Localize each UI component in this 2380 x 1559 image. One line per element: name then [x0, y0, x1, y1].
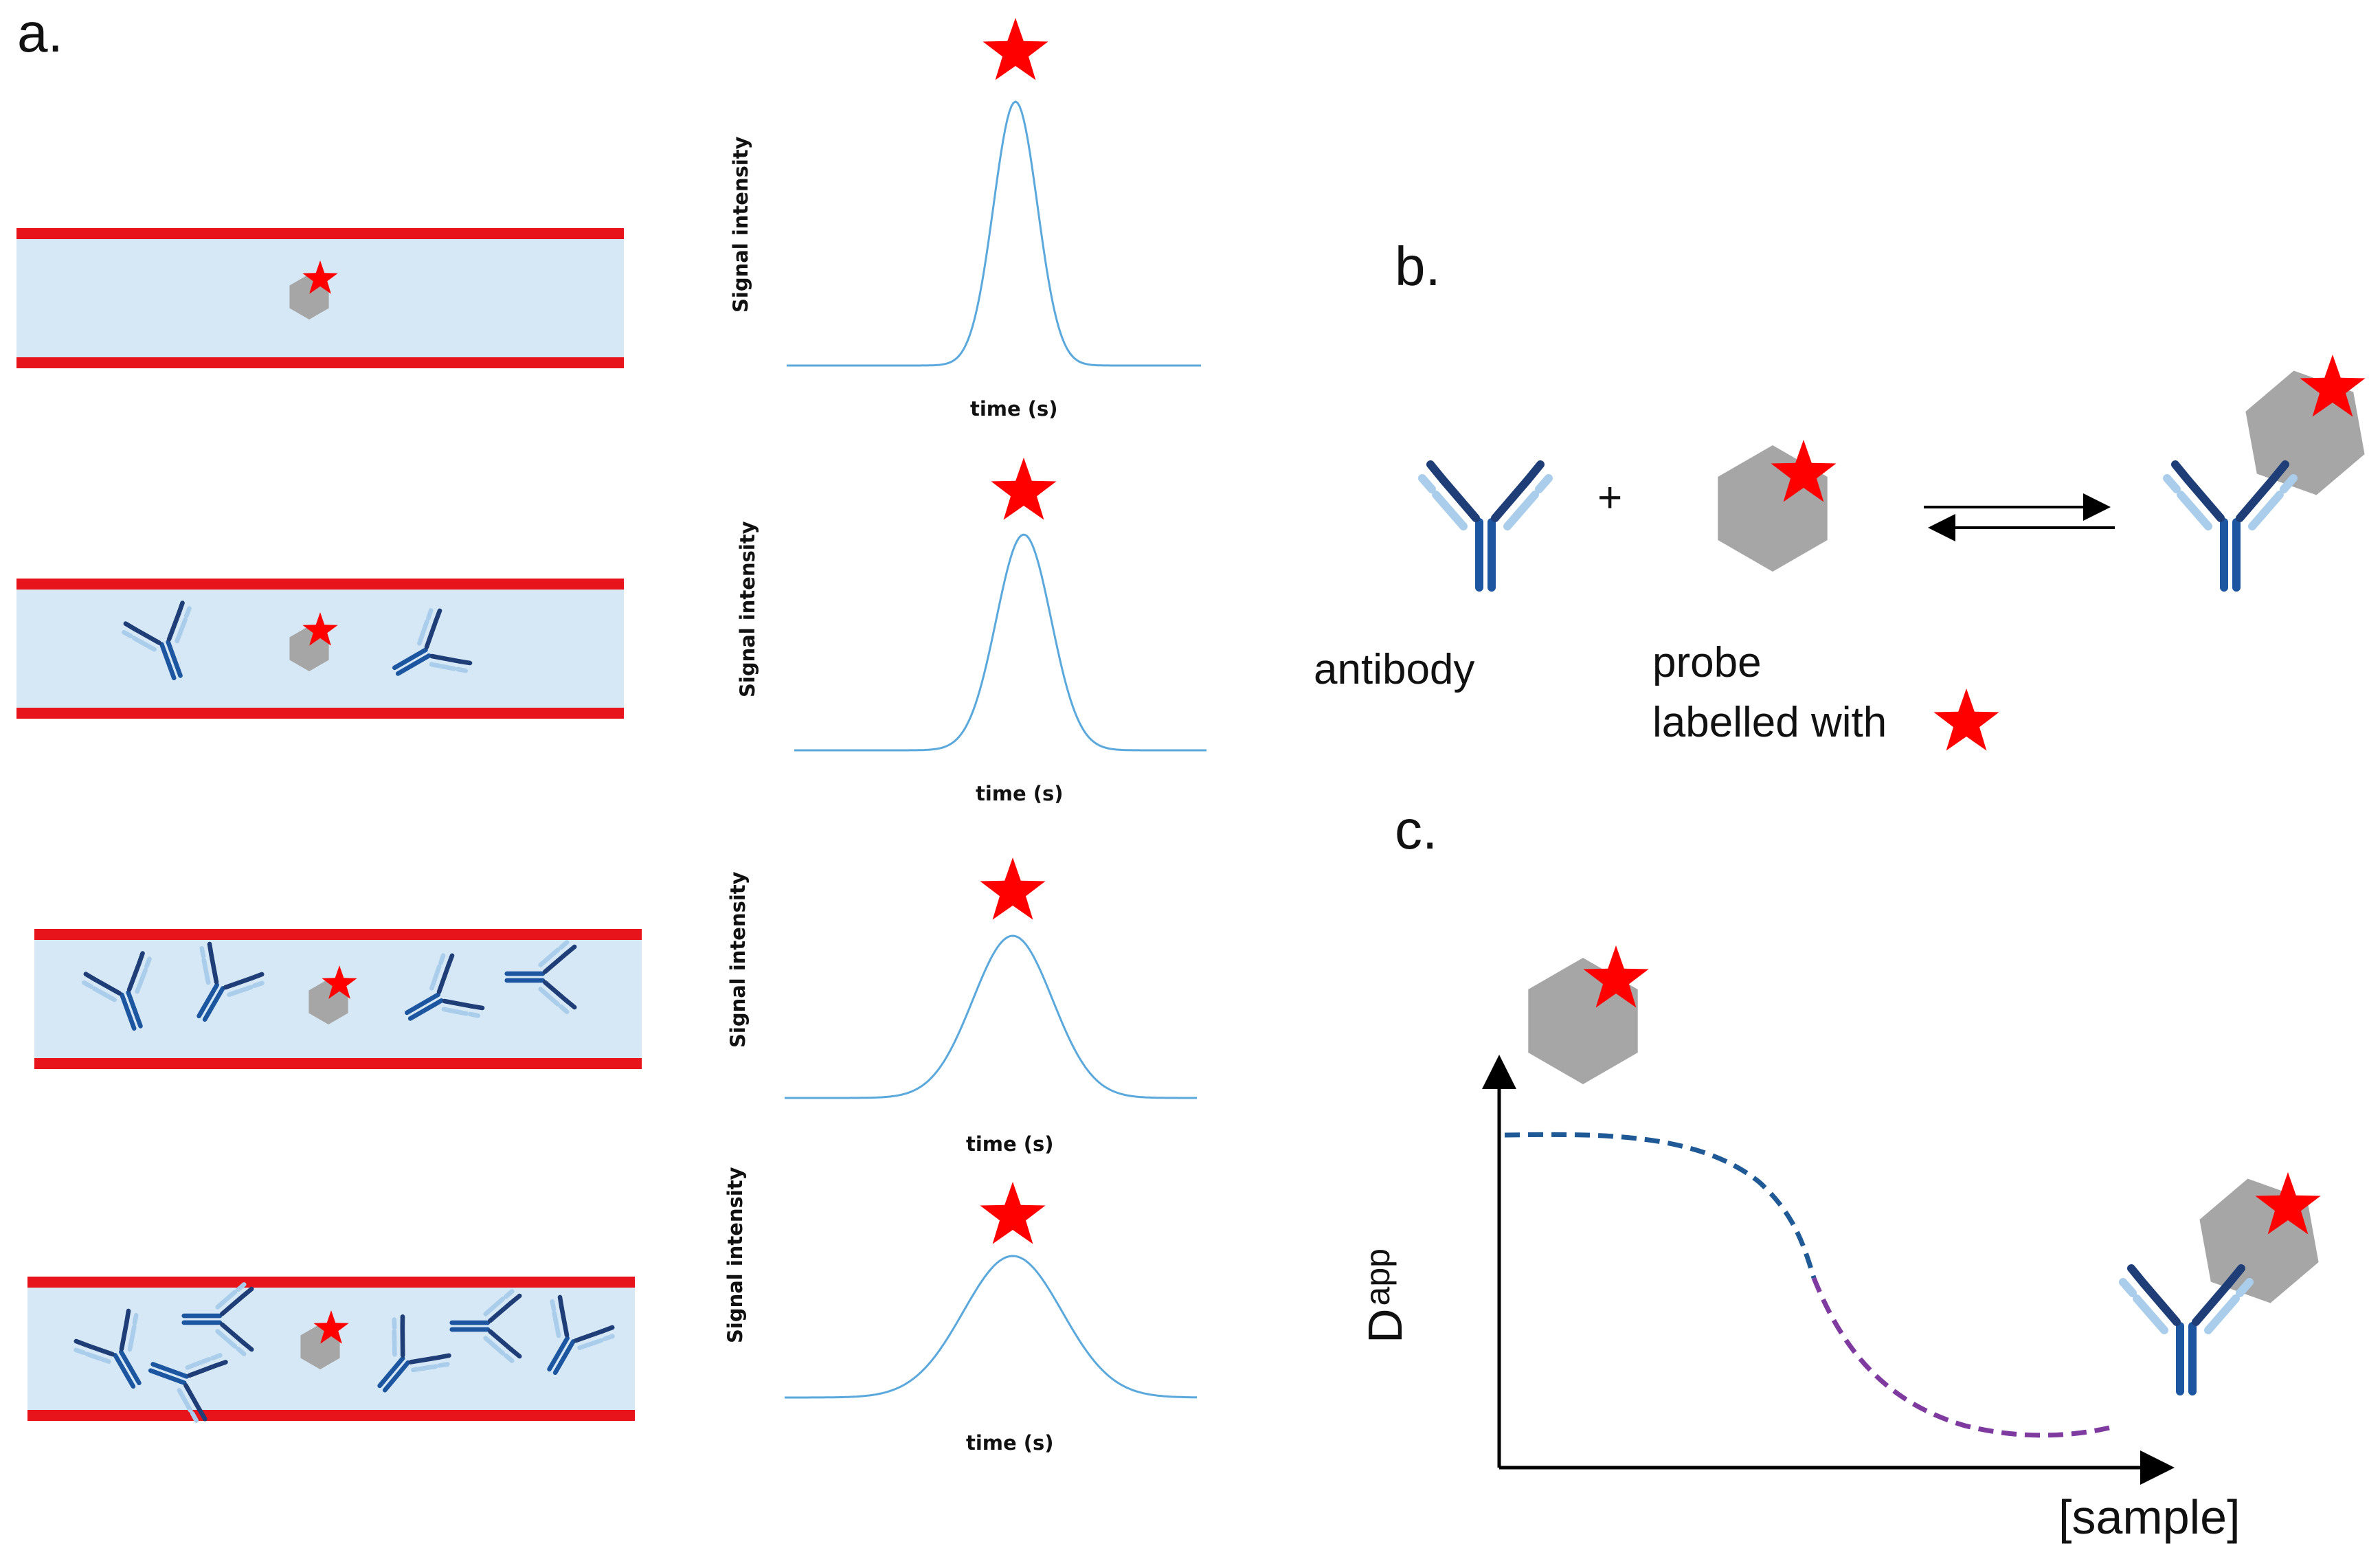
antibody-label: antibody — [1314, 646, 1474, 693]
star-label-icon — [313, 1310, 349, 1344]
channel-antibody-10-icon — [377, 1314, 451, 1393]
star-label-icon — [1771, 440, 1837, 502]
peak-star-3-icon — [980, 857, 1046, 920]
channel-antibody-8-icon — [181, 1282, 254, 1356]
channel-3-probe — [308, 965, 357, 1024]
equilibrium-arrows — [1924, 493, 2115, 541]
peak-star-1-icon — [983, 18, 1048, 80]
signal-peak-1 — [787, 100, 1201, 367]
signal-peak-3 — [785, 934, 1197, 1099]
star-label-icon — [1583, 945, 1649, 1008]
bound-complex-icon — [2119, 1172, 2321, 1395]
channel-antibody-11-icon — [449, 1289, 522, 1363]
fluorescent-label-star-icon — [1933, 688, 1999, 751]
panel-b-label: b. — [1395, 236, 1441, 297]
xlabel-time-3: time (s) — [966, 1132, 1054, 1156]
curve-bound-probe-segment — [1811, 1277, 2110, 1438]
star-label-icon — [322, 965, 357, 999]
panel-c-label: c. — [1395, 799, 1437, 860]
xlabel-time-4: time (s) — [966, 1431, 1054, 1455]
channel-2-probe — [289, 612, 338, 671]
ylabel-signal-1: Signal intensity — [729, 136, 752, 313]
peak-star-4-icon — [980, 1182, 1046, 1244]
xlabel-sample: [sample] — [2058, 1490, 2241, 1544]
antibody-icon — [2119, 1264, 2254, 1395]
channel-antibody-3-icon — [82, 951, 152, 1031]
channel-4-probe — [300, 1310, 349, 1369]
labelled-probe-icon — [1718, 440, 1837, 572]
channel-antibody-12-icon — [547, 1294, 615, 1376]
star-label-icon — [302, 260, 338, 294]
peak-star-2-icon — [991, 458, 1057, 520]
ylabel-signal-4: Signal intensity — [723, 1167, 747, 1343]
channel-antibody-6-icon — [504, 940, 577, 1014]
channel-antibody-9-icon — [148, 1353, 228, 1423]
capillary-channel-1 — [16, 228, 624, 368]
channel-1-probe — [289, 260, 338, 319]
curve-free-probe-segment — [1504, 1132, 1817, 1279]
channel-antibody-5-icon — [404, 953, 485, 1021]
ylabel-signal-2: Signal intensity — [736, 521, 759, 697]
channel-antibody-2-icon — [392, 608, 473, 676]
signal-peak-graphs — [785, 18, 1206, 1399]
antibody-probe-complex-icon — [2163, 355, 2366, 592]
plus-sign: + — [1597, 474, 1622, 521]
star-label-icon — [302, 612, 338, 646]
panel-a-label: a. — [17, 2, 63, 63]
probe-label-line1: probe — [1652, 639, 1762, 686]
channel-antibody-7-icon — [74, 1308, 142, 1389]
signal-peak-4 — [785, 1255, 1197, 1399]
star-label-icon — [2255, 1172, 2321, 1235]
ylabel-dapp: Dapp — [1358, 1248, 1412, 1343]
antibody-icon — [1418, 460, 1553, 592]
ylabel-signal-3: Signal intensity — [726, 871, 750, 1048]
antibody-icon — [2163, 460, 2298, 592]
signal-peak-2 — [794, 533, 1206, 752]
star-label-icon — [2300, 355, 2366, 417]
dapp-plot-axes — [1482, 1055, 2175, 1485]
channel-antibody-1-icon — [122, 601, 192, 681]
capillary-channel-3 — [34, 929, 642, 1069]
free-probe-icon — [1528, 945, 1649, 1084]
dapp-binding-curve — [1504, 1132, 2110, 1438]
xlabel-time-1: time (s) — [970, 397, 1058, 420]
channel-antibody-4-icon — [197, 941, 265, 1022]
xlabel-time-2: time (s) — [976, 782, 1064, 805]
probe-label-line2: labelled with — [1652, 699, 1887, 746]
antibody-icon — [1418, 460, 1553, 592]
legend-star-icon — [1933, 688, 1999, 751]
